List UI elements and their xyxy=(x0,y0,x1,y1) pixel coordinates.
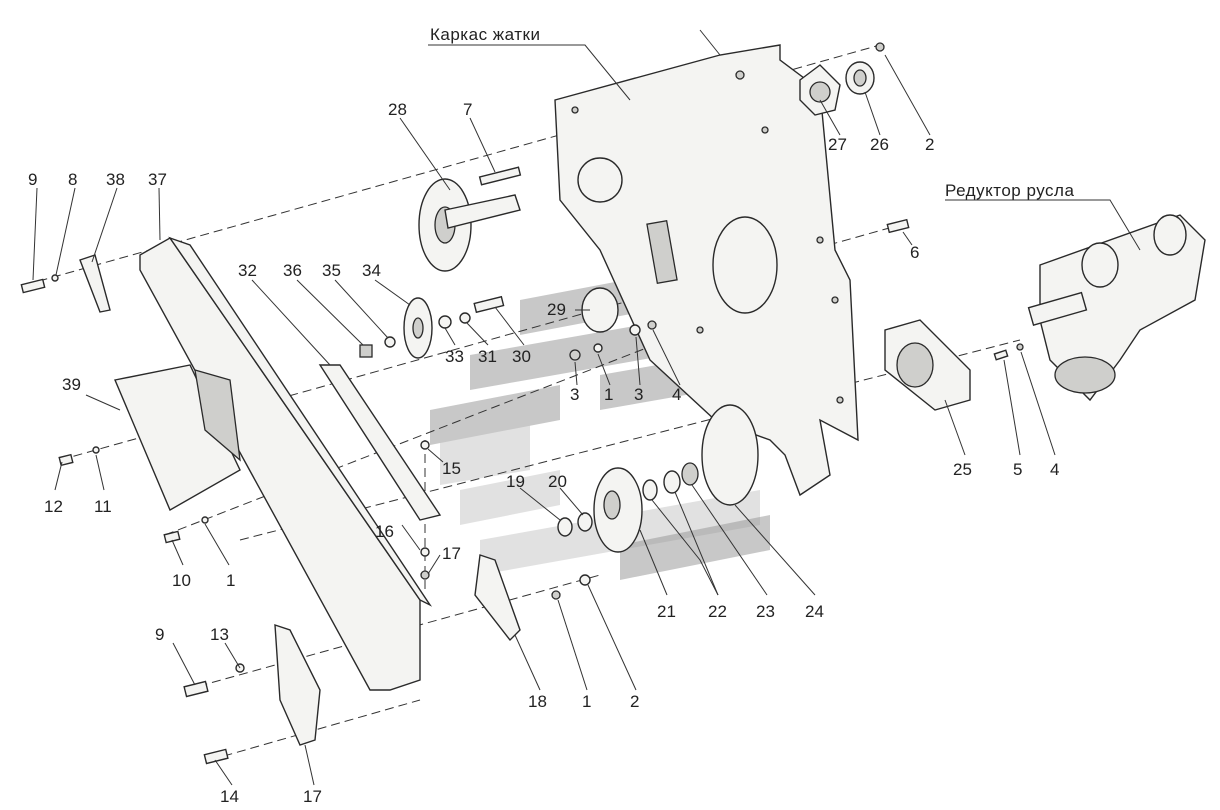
frame-callout: Каркас жатки xyxy=(430,25,540,44)
chain-casing xyxy=(139,236,433,691)
pin-5 xyxy=(993,343,1024,361)
part-label: 32 xyxy=(238,261,257,280)
part-label: 37 xyxy=(148,170,167,189)
part-label: 6 xyxy=(910,243,919,262)
part-label: 16 xyxy=(375,522,394,541)
part-label: 23 xyxy=(756,602,775,621)
bracket-38 xyxy=(79,254,111,313)
part-label: 17 xyxy=(442,544,461,563)
gearbox-callout: Редуктор русла xyxy=(945,181,1074,200)
part-label: 4 xyxy=(672,385,681,404)
flange-25 xyxy=(884,319,971,411)
bearing-26 xyxy=(845,61,875,95)
rings-19-20 xyxy=(557,512,593,537)
part-label: 14 xyxy=(220,787,239,806)
cover-plate-39 xyxy=(114,364,241,511)
bar-32 xyxy=(318,364,442,521)
part-label: 2 xyxy=(925,135,934,154)
part-label: 36 xyxy=(283,261,302,280)
part-label: 33 xyxy=(445,347,464,366)
part-label: 1 xyxy=(582,692,591,711)
part-label: 3 xyxy=(634,385,643,404)
part-label: 20 xyxy=(548,472,567,491)
part-label: 29 xyxy=(547,300,566,319)
part-label: 26 xyxy=(870,135,889,154)
part-label: 17 xyxy=(303,787,322,806)
part-label: 24 xyxy=(805,602,824,621)
plate-17-lower xyxy=(274,624,321,746)
part-label: 35 xyxy=(322,261,341,280)
part-label: 38 xyxy=(106,170,125,189)
gasket-24 xyxy=(701,404,759,506)
part-label: 1 xyxy=(604,385,613,404)
part-label: 8 xyxy=(68,170,77,189)
part-label: 31 xyxy=(478,347,497,366)
sprocket-21 xyxy=(593,467,643,553)
part-label: 34 xyxy=(362,261,381,280)
part-label: 27 xyxy=(828,135,847,154)
gearbox xyxy=(1027,214,1206,402)
part-label: 39 xyxy=(62,375,81,394)
part-label: 3 xyxy=(570,385,579,404)
part-label: 10 xyxy=(172,571,191,590)
part-label: 9 xyxy=(155,625,164,644)
rings-22-23 xyxy=(642,462,699,501)
shaft-hardware xyxy=(359,295,505,358)
part-number-labels: 9 8 38 37 28 7 27 26 2 6 32 36 35 34 29 … xyxy=(28,100,1059,806)
part-label: 30 xyxy=(512,347,531,366)
header-frame-plate xyxy=(554,29,859,497)
part-label: 13 xyxy=(210,625,229,644)
part-label: 5 xyxy=(1013,460,1022,479)
part-label: 18 xyxy=(528,692,547,711)
part-label: 2 xyxy=(630,692,639,711)
sprocket-34 xyxy=(403,297,433,359)
part-label: 9 xyxy=(28,170,37,189)
part-label: 15 xyxy=(442,459,461,478)
bolt-7 xyxy=(478,166,522,186)
part-label: 28 xyxy=(388,100,407,119)
part-label: 19 xyxy=(506,472,525,491)
part-label: 22 xyxy=(708,602,727,621)
part-label: 4 xyxy=(1050,460,1059,479)
washers-row xyxy=(569,320,657,361)
part-label: 11 xyxy=(94,497,112,516)
part-label: 12 xyxy=(44,497,63,516)
part-label: 25 xyxy=(953,460,972,479)
sprocket-28 xyxy=(418,178,521,272)
bearing-housing-27 xyxy=(799,64,841,116)
part-label: 21 xyxy=(657,602,676,621)
leader-lines xyxy=(32,44,1141,786)
part-label: 7 xyxy=(463,100,472,119)
part-label: 1 xyxy=(226,571,235,590)
